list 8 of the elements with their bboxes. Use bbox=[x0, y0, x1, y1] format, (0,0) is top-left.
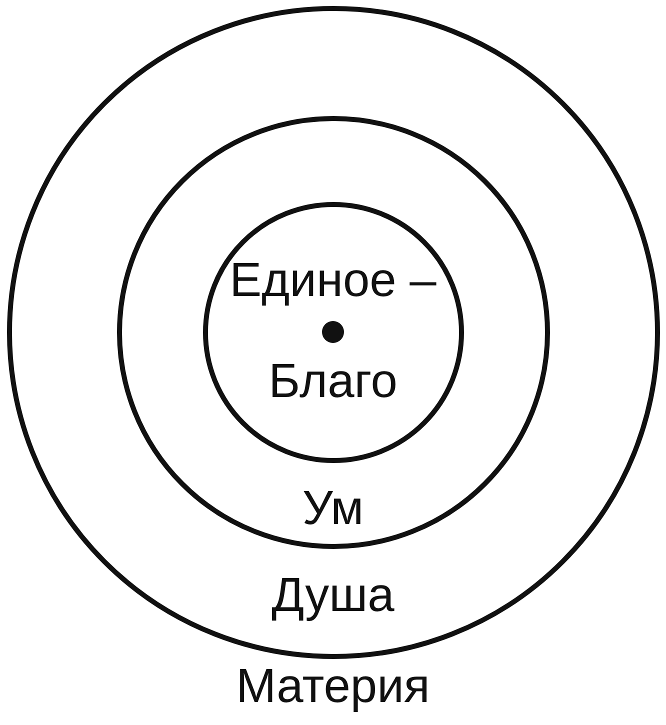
middle-circle bbox=[116, 114, 550, 550]
inner-circle bbox=[202, 200, 464, 464]
outer-circle bbox=[6, 4, 660, 660]
circle-label: Ум bbox=[301, 481, 365, 536]
circle-label: Душа bbox=[270, 568, 396, 623]
circle-label: Благо bbox=[268, 354, 398, 409]
circle-label: Единое – bbox=[228, 253, 438, 308]
sphere-label: Материя bbox=[235, 659, 431, 714]
